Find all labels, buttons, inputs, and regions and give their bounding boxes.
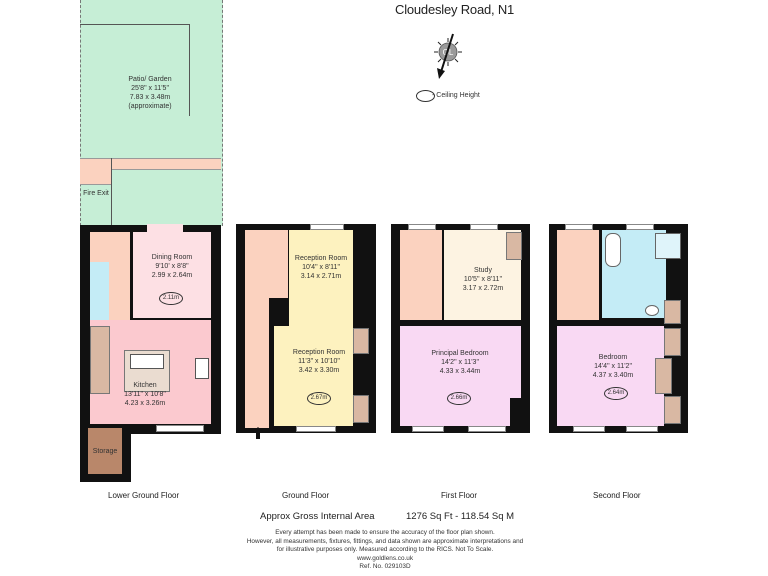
reception-room-rear xyxy=(274,326,353,426)
second-bedroom-ceiling-height: 2.64m xyxy=(604,387,628,400)
study-label: Study 10'5'' x 8'11'' 3.17 x 2.72m xyxy=(462,267,504,292)
reference-number: Ref. No. 029103D xyxy=(359,563,411,571)
wc-room xyxy=(90,262,109,322)
ground-window-top xyxy=(310,224,344,230)
second-window-top-left xyxy=(565,224,593,230)
stairs-area xyxy=(262,230,288,298)
dining-ceiling-height: 2.11m xyxy=(159,292,183,305)
second-window-bottom-right xyxy=(626,426,658,432)
cupboard xyxy=(655,358,672,394)
second-window-bottom-left xyxy=(573,426,605,432)
reception-ceiling-height: 2.67m xyxy=(307,392,331,405)
floor-label-lower-ground: Lower Ground Floor xyxy=(108,491,180,500)
cupboard xyxy=(353,395,369,423)
cupboard xyxy=(353,328,369,354)
steps-band xyxy=(80,158,221,170)
kitchen-cupboards xyxy=(90,326,110,394)
cupboard xyxy=(664,328,681,356)
disclaimer: Every attempt has been made to ensure th… xyxy=(200,529,570,572)
second-bedroom xyxy=(557,326,664,426)
storage-label: Storage xyxy=(92,448,118,455)
garden-path-line xyxy=(80,24,190,116)
first-window-bottom-right xyxy=(468,426,506,432)
principal-bedroom xyxy=(400,326,510,426)
principal-bedroom-ceiling-height: 2.66m xyxy=(447,392,471,405)
bathtub-icon xyxy=(605,233,621,267)
website-link[interactable]: www.goldlens.co.uk xyxy=(356,554,414,562)
gross-area-label: Approx Gross Internal Area xyxy=(260,511,375,522)
fire-exit-divider xyxy=(111,158,112,226)
fire-exit-steps xyxy=(80,168,111,185)
floor-label-ground: Ground Floor xyxy=(282,491,330,500)
garden-doors xyxy=(147,224,183,232)
ceiling-height-legend-label: - Ceiling Height xyxy=(432,92,480,99)
reception-room-front-label: Reception Room 10'4" x 8'11" 3.14 x 2.71… xyxy=(294,255,348,280)
sink-icon xyxy=(130,354,164,369)
stairs-area xyxy=(557,230,599,320)
reception-room-rear-label: Reception Room 11'3" x 10'10" 3.42 x 3.3… xyxy=(292,349,346,374)
gross-area-value: 1276 Sq Ft - 118.54 Sq M xyxy=(406,511,515,522)
property-title: Cloudesley Road, N1 xyxy=(395,2,515,17)
garden-area xyxy=(80,0,223,226)
cupboard xyxy=(506,232,522,260)
storage-room xyxy=(88,428,122,474)
compass-icon: GL xyxy=(428,32,468,82)
hob-icon xyxy=(195,358,209,379)
shower-icon xyxy=(655,233,681,259)
fire-exit-label: Fire Exit xyxy=(83,190,109,197)
kitchen-window xyxy=(156,425,204,432)
reception-link xyxy=(289,302,353,326)
stairs-area xyxy=(400,230,442,320)
kitchen-label: Kitchen 13'11" x 10'8" 4.23 x 3.26m xyxy=(124,382,166,407)
principal-bedroom-label: Principal Bedroom 14'2" x 11'3" 4.33 x 3… xyxy=(431,350,489,375)
ground-window-bottom xyxy=(296,426,336,432)
first-window-top-right xyxy=(470,224,498,230)
svg-text:GL: GL xyxy=(443,48,454,57)
cupboard xyxy=(664,396,681,424)
first-window-bottom-left xyxy=(412,426,444,432)
floor-label-first: First Floor xyxy=(441,491,477,500)
entrance-arrow-icon xyxy=(253,426,263,439)
floor-label-second: Second Floor xyxy=(593,491,641,500)
garden-label: Patio/ Garden 25'8" x 11'5" 7.83 x 3.48m… xyxy=(128,76,172,110)
toilet-icon xyxy=(645,305,659,316)
first-window-top-left xyxy=(408,224,436,230)
ceiling-height-legend-symbol xyxy=(416,90,435,102)
second-bedroom-label: Bedroom 14'4" x 11'2" 4.37 x 3.40m xyxy=(592,354,634,379)
cupboard xyxy=(664,300,681,324)
second-window-top-right xyxy=(626,224,654,230)
bedroom-alcove xyxy=(510,326,521,398)
dining-room-label: Dining Room 9'10' x 8'8" 2.99 x 2.64m xyxy=(151,254,193,279)
reception-room-front xyxy=(289,230,353,302)
